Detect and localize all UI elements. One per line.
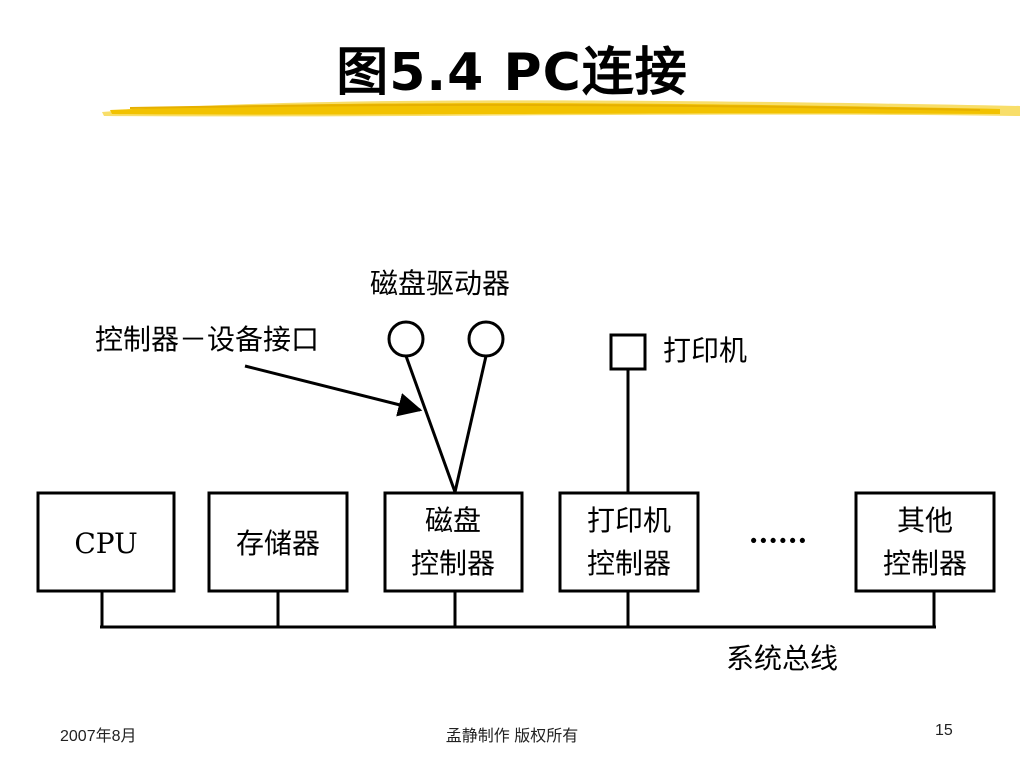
controller-interface-label: 控制器－设备接口 bbox=[95, 323, 319, 356]
cpu-box bbox=[36, 491, 176, 593]
footer-page-number: 15 bbox=[935, 722, 953, 739]
footer-date: 2007年8月 bbox=[60, 728, 137, 745]
other-controller-label-line2: 控制器 bbox=[883, 547, 967, 580]
disk-drive-label: 磁盘驱动器 bbox=[370, 267, 510, 300]
disk-drive-1-link bbox=[404, 355, 457, 493]
printer-icon bbox=[609, 333, 647, 371]
disk-controller-label-line1: 磁盘 bbox=[425, 504, 481, 537]
disk-drive-2 bbox=[467, 320, 505, 358]
cpu-box-label: CPU bbox=[74, 527, 137, 560]
printer-label: 打印机 bbox=[663, 334, 747, 367]
footer-author: 孟静制作 版权所有 bbox=[445, 728, 579, 745]
other-controller-label-line1: 其他 bbox=[897, 504, 953, 537]
printer-controller-label-line2: 控制器 bbox=[587, 547, 671, 580]
disk-drive-2-link bbox=[453, 355, 488, 493]
other-controller-box bbox=[854, 491, 996, 593]
disk-drive-1 bbox=[387, 320, 425, 358]
controller-interface-arrow bbox=[244, 364, 423, 417]
slide-title: 图5.4 PC连接 bbox=[336, 43, 688, 103]
title-underline-brushstroke bbox=[102, 100, 1020, 117]
ellipsis-label: ······ bbox=[749, 524, 808, 557]
memory-box-label: 存储器 bbox=[236, 527, 320, 560]
disk-controller-label-line2: 控制器 bbox=[411, 547, 495, 580]
printer-controller-label-line1: 打印机 bbox=[587, 504, 671, 537]
system-bus-label: 系统总线 bbox=[726, 642, 838, 675]
